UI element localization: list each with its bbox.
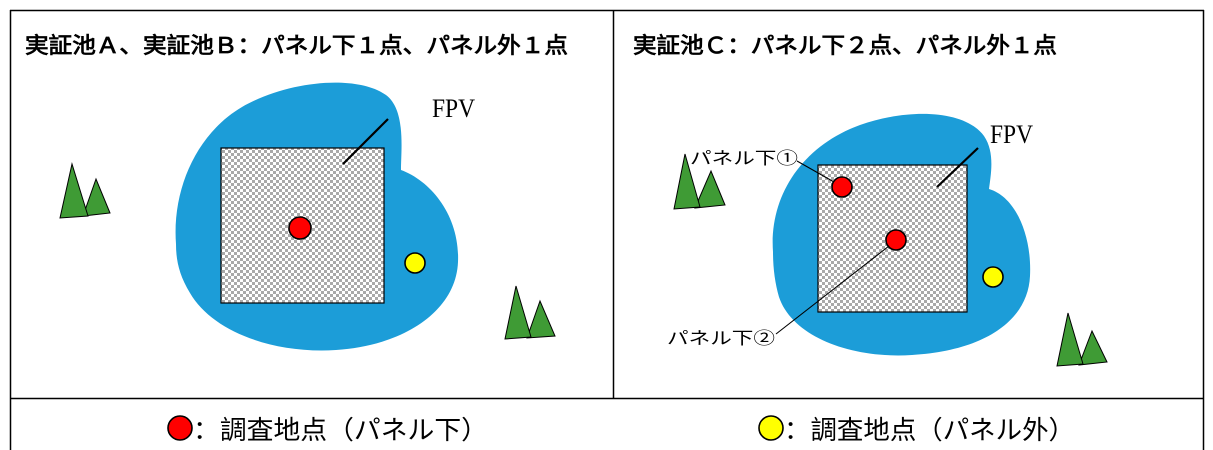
vegetation-icon	[504, 285, 556, 340]
panel-ponds-a-b: 実証池Ａ、実証池Ｂ：パネル下１点、パネル外１点 FPV	[25, 33, 568, 351]
point-1-leader-line	[796, 160, 835, 183]
vegetation-peak	[59, 162, 89, 219]
vegetation-peak	[1056, 312, 1084, 367]
vegetation-peak	[526, 299, 556, 339]
vegetation-peak	[504, 285, 532, 340]
vegetation-peak	[673, 153, 701, 210]
yellow-circle-icon	[758, 415, 784, 441]
panel-title: 実証池Ｃ：パネル下２点、パネル外１点	[633, 33, 1057, 59]
survey-point-under-panel-2	[885, 229, 907, 251]
point-2-label: パネル下②	[667, 329, 775, 349]
legend-label: ：調査地点（パネル下）	[193, 416, 488, 446]
vegetation-icon	[59, 162, 111, 219]
panel-pond-c: 実証池Ｃ：パネル下２点、パネル外１点 FPV パネル下① パネル下②	[633, 33, 1108, 367]
panel-title: 実証池Ａ、実証池Ｂ：パネル下１点、パネル外１点	[25, 33, 568, 59]
survey-point-under-panel-1	[831, 176, 853, 198]
red-circle-icon	[167, 415, 193, 441]
vegetation-peak	[1078, 329, 1108, 366]
fpv-label: FPV	[990, 120, 1033, 149]
legend-item-outside-panel: ：調査地点（パネル外）	[758, 415, 1075, 446]
legend-label: ：調査地点（パネル外）	[784, 416, 1075, 446]
legend: ：調査地点（パネル下） ：調査地点（パネル外）	[167, 415, 1075, 446]
point-1-label: パネル下①	[690, 149, 798, 169]
vegetation-icon	[673, 153, 726, 210]
legend-item-under-panel: ：調査地点（パネル下）	[167, 415, 488, 446]
vegetation-peak	[82, 177, 111, 217]
vegetation-peak	[694, 169, 726, 209]
fpv-leader-line	[936, 147, 979, 188]
table-grid	[9, 9, 1205, 450]
survey-point-outside-panel	[404, 252, 426, 274]
fpv-label: FPV	[432, 94, 475, 123]
survey-point-outside-panel	[982, 266, 1004, 288]
vegetation-icon	[1056, 312, 1108, 367]
point-2-leader-line	[775, 245, 890, 335]
survey-point-under-panel	[288, 216, 312, 240]
fpv-leader-line	[342, 118, 389, 165]
